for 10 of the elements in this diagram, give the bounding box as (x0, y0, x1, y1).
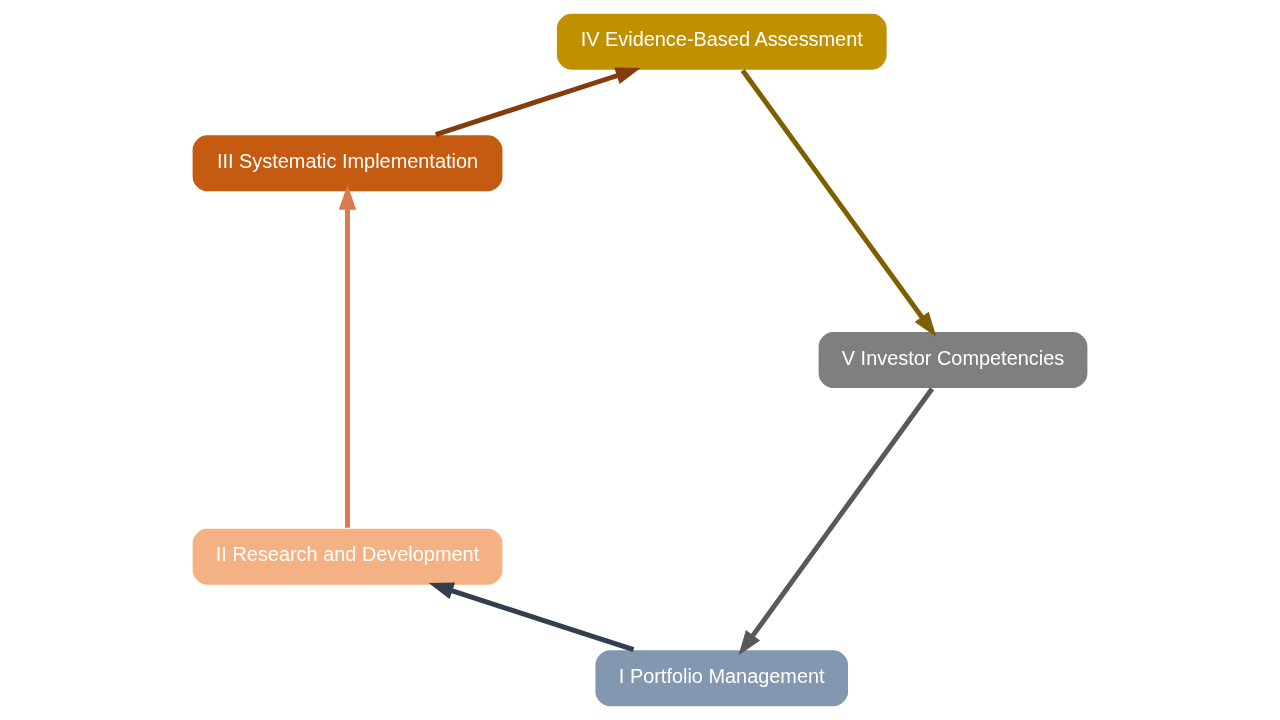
arrow (428, 582, 635, 653)
node-box: IV Evidence-Based Assessment (555, 12, 888, 71)
arrow (738, 387, 935, 656)
node-box: I Portfolio Management (594, 649, 850, 708)
node-box: III Systematic Implementation (191, 134, 504, 193)
node-box: II Research and Development (191, 527, 504, 586)
arrow (338, 184, 357, 528)
arrow (434, 67, 641, 137)
arrow (740, 69, 937, 338)
node-box: V Investor Competencies (817, 330, 1089, 390)
